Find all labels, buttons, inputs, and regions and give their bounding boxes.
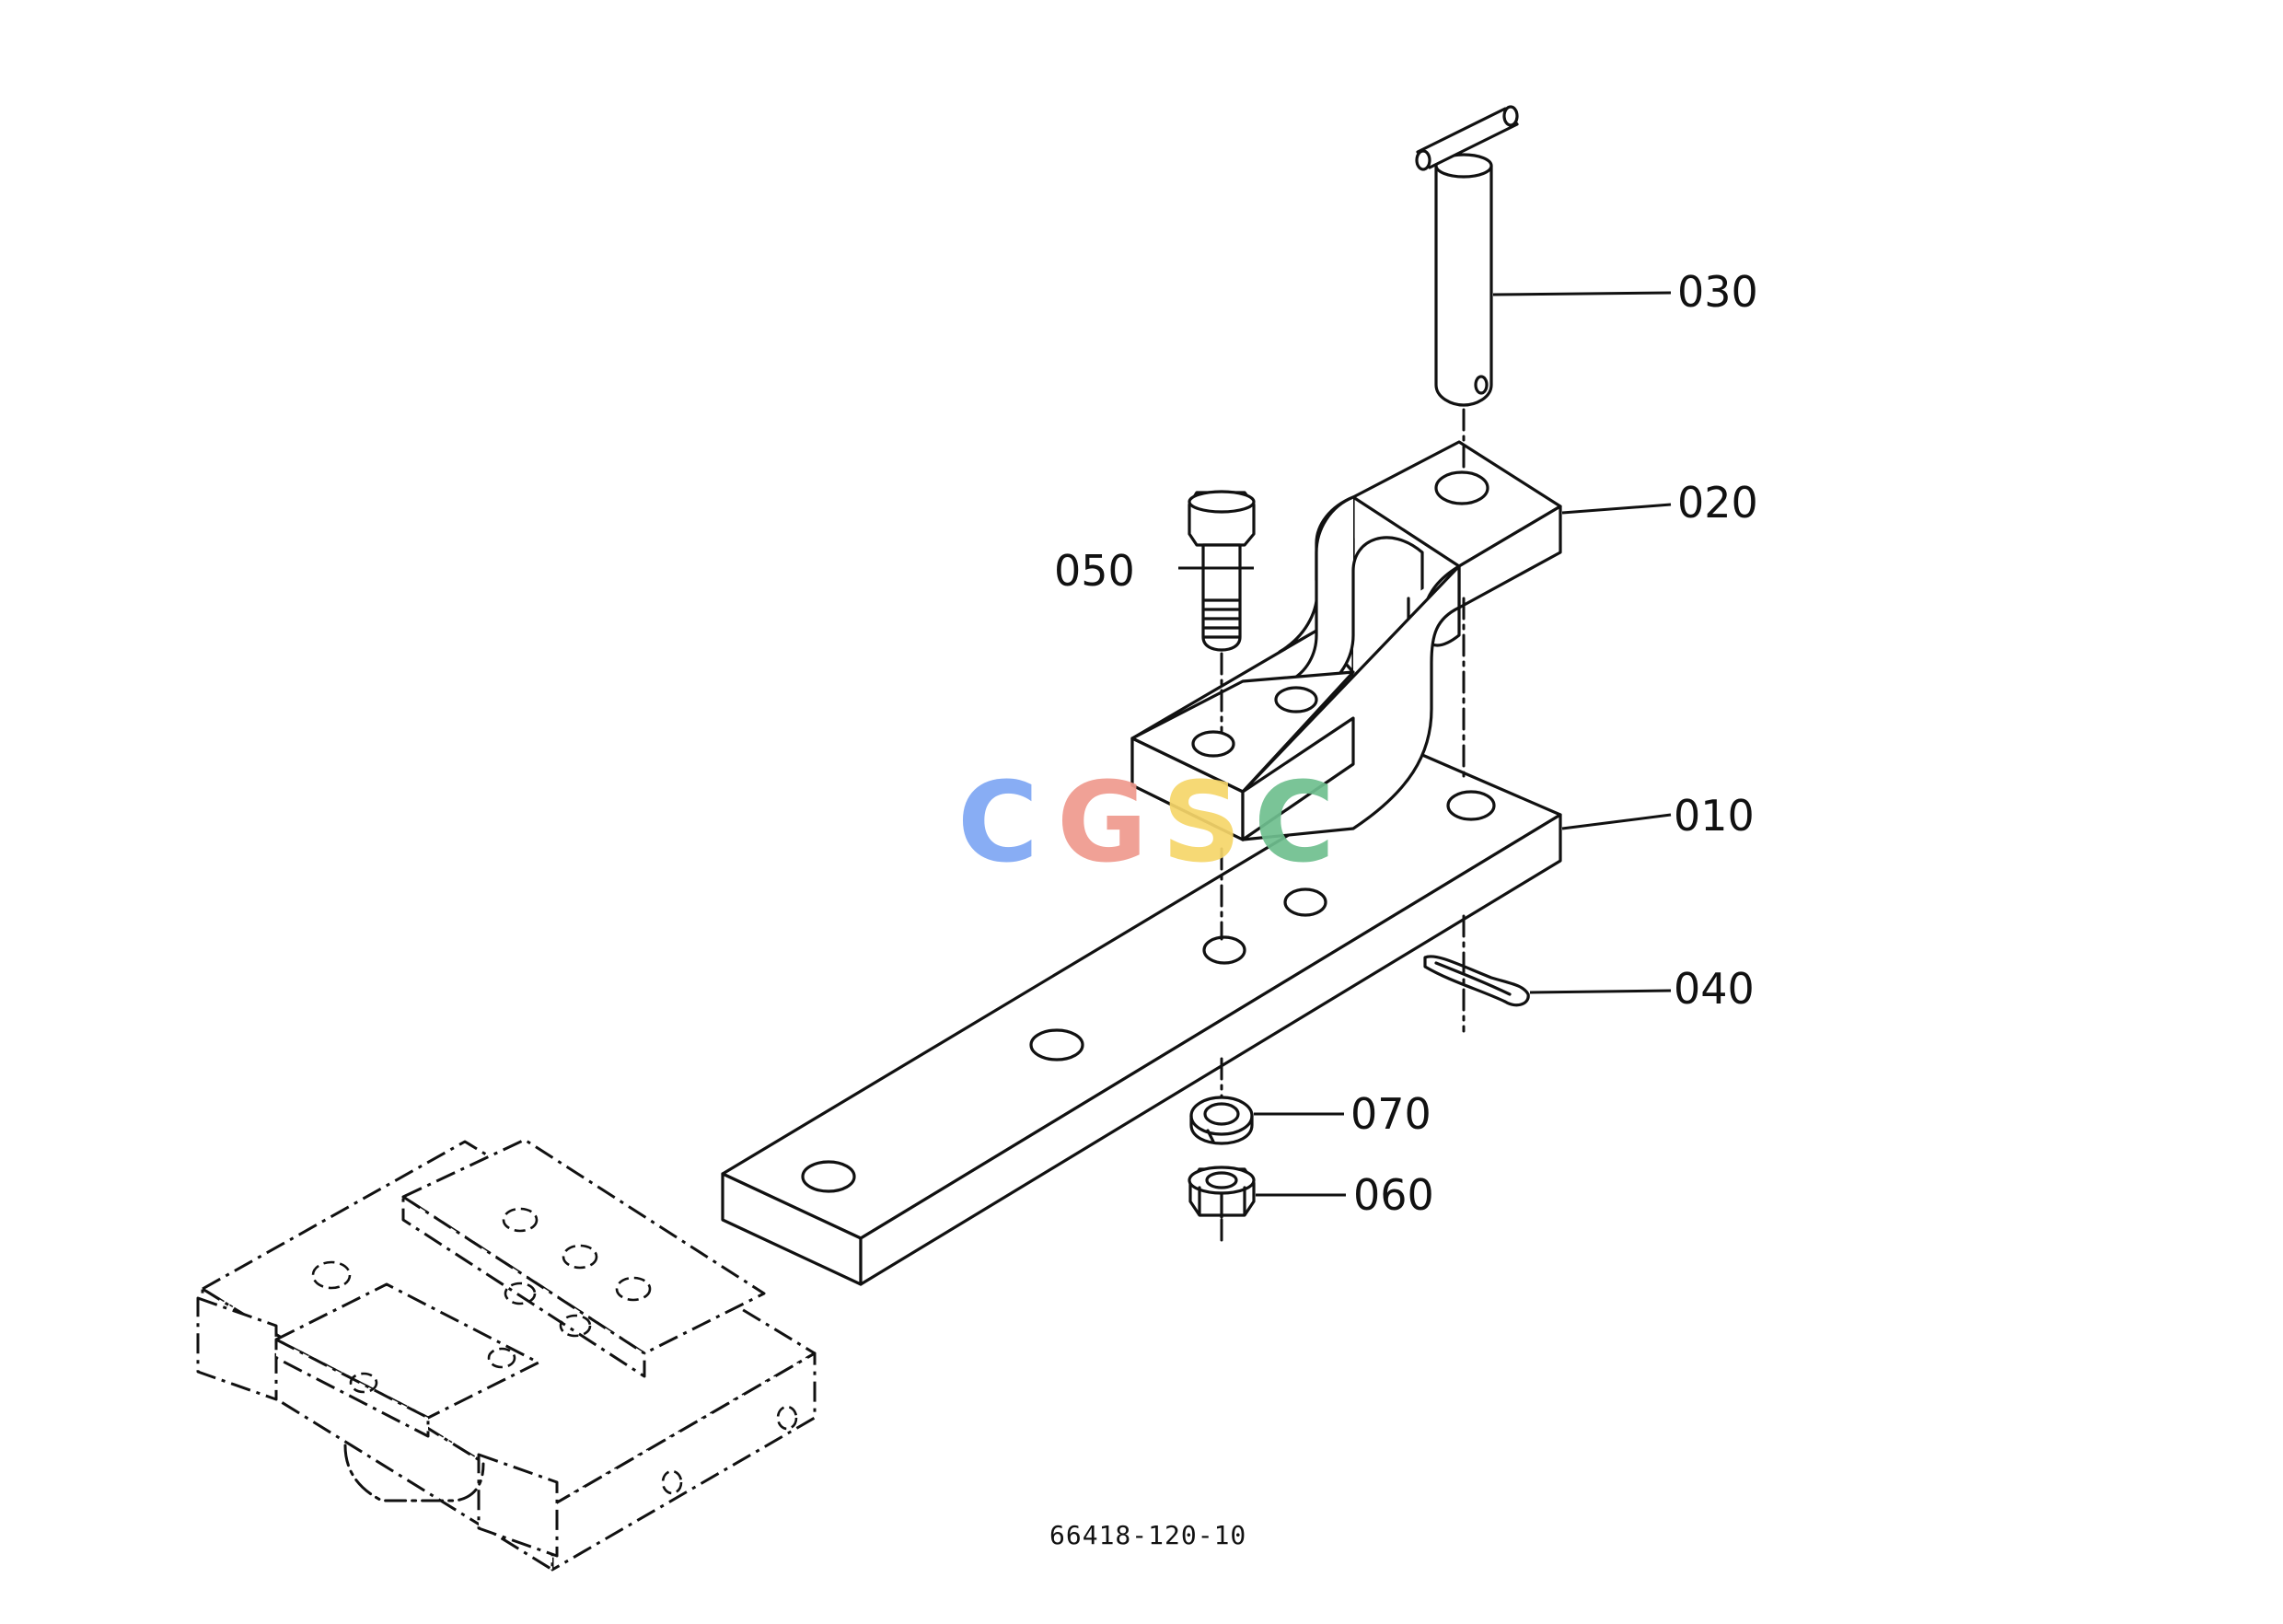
part-010-drawbar	[721, 753, 1562, 1286]
drawbar-frame-phantom	[196, 1138, 817, 1572]
assembly-center-lines	[1220, 408, 1466, 1245]
part-070-spring-washer	[1189, 1096, 1254, 1145]
callout-020: 020	[1677, 478, 1758, 528]
callout-060: 060	[1353, 1170, 1434, 1220]
watermark-letter-s: S	[1162, 760, 1241, 887]
callout-030: 030	[1677, 267, 1758, 317]
callout-050: 050	[1054, 546, 1135, 596]
watermark-letter-g: G	[1057, 760, 1148, 887]
figure-number: 66418-120-10	[1049, 1520, 1246, 1550]
part-060-nut	[1188, 1166, 1256, 1219]
callout-040: 040	[1674, 964, 1755, 1014]
callout-070: 070	[1350, 1089, 1431, 1139]
watermark-letter-c2: C	[1254, 760, 1335, 887]
part-020-bracket	[1130, 440, 1562, 841]
part-050-bolt	[1188, 490, 1256, 652]
callout-010: 010	[1674, 791, 1755, 841]
watermark-logo: C G S C	[957, 760, 1335, 887]
watermark-letter-c1: C	[957, 760, 1038, 887]
leader-lines	[1178, 291, 1672, 1197]
part-040-cotter-pin	[1423, 955, 1530, 1007]
part-030-hitch-pin	[1415, 105, 1519, 407]
